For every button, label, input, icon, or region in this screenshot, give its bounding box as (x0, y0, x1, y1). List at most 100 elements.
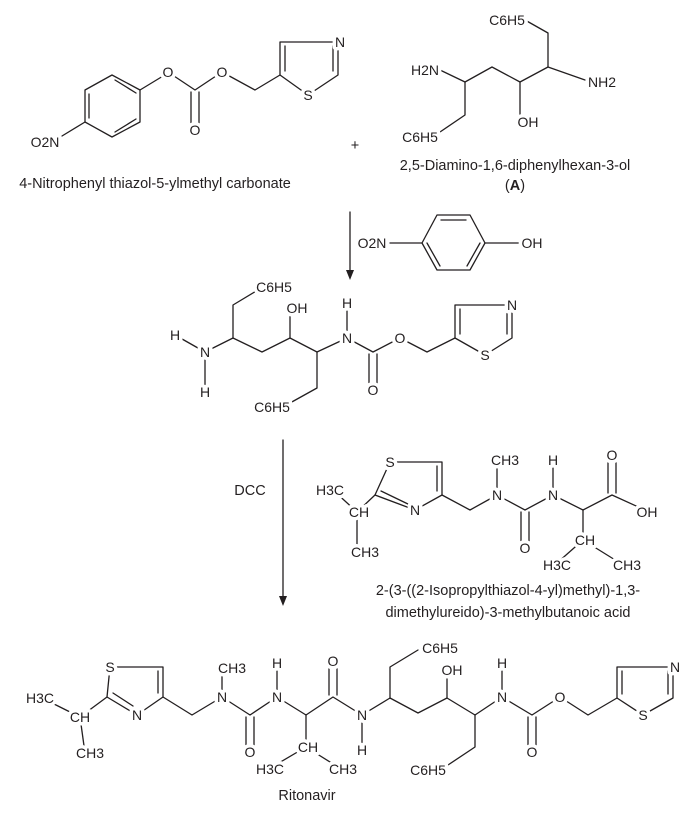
atom-label: N (342, 330, 352, 346)
atom-label: H3C (543, 557, 571, 573)
atom-label: CH (70, 709, 90, 725)
plus-sign: + (351, 138, 359, 154)
atom-label: H (170, 327, 180, 343)
atom-label: O2N (358, 235, 387, 251)
atom-label: C6H5 (422, 640, 458, 656)
atom-label: C6H5 (410, 762, 446, 778)
atom-label: O (607, 447, 618, 463)
atom-label: CH3 (351, 544, 379, 560)
atom-label: O (555, 689, 566, 705)
label-open-paren: ( (505, 178, 510, 194)
atom-label: NH2 (588, 74, 616, 90)
bond (421, 214, 486, 271)
atom-label: C6H5 (256, 279, 292, 295)
atom-label: N (548, 487, 558, 503)
atom-label: S (105, 659, 114, 675)
reactant-2-label: (A) (505, 178, 525, 194)
bond (106, 666, 164, 716)
bond (447, 714, 476, 766)
atom-label: OH (637, 504, 658, 520)
bond (289, 351, 318, 404)
atom-label: CH3 (218, 660, 246, 676)
atom-label: S (385, 454, 394, 470)
bonds-layer (41, 19, 674, 768)
atom-label: H (272, 655, 282, 671)
atom-label: H (357, 742, 367, 758)
atom-label: CH (349, 504, 369, 520)
bond (380, 490, 411, 506)
bond (356, 494, 376, 513)
reactant-1-name: 4-Nitrophenyl thiazol-5-ylmethyl carbona… (19, 176, 291, 192)
atom-label: O (520, 540, 531, 556)
atom-label: CH3 (613, 557, 641, 573)
bond (439, 66, 586, 83)
atom-label: N (200, 344, 210, 360)
bond (204, 337, 456, 353)
bond (41, 697, 81, 718)
bond (84, 74, 141, 138)
atom-label: O2N (31, 134, 60, 150)
bond (616, 666, 674, 716)
bond (441, 494, 646, 511)
reactant-3-name-line-1: 2-(3-((2-Isopropylthiazol-4-yl)methyl)-1… (376, 583, 640, 599)
atom-label: O (395, 330, 406, 346)
bond (454, 304, 513, 356)
reaction-arrow-step-1 (346, 211, 354, 280)
reactant-2-name: 2,5-Diamino-1,6-diphenylhexan-3-ol (400, 158, 631, 174)
bond (271, 746, 307, 768)
atom-label: OH (518, 114, 539, 130)
atom-label: S (303, 87, 312, 103)
atom-label: CH (575, 532, 595, 548)
atom-label: O (328, 653, 339, 669)
atom-label: N (670, 659, 680, 675)
atom-label: S (480, 347, 489, 363)
atom-label: H (548, 452, 558, 468)
atom-label: H (497, 655, 507, 671)
atom-label: N (272, 689, 282, 705)
atom-label: OH (522, 235, 543, 251)
bond (79, 716, 86, 754)
bond (114, 118, 137, 133)
bond (389, 649, 419, 699)
bond (332, 489, 358, 513)
bond (232, 289, 259, 339)
bond (279, 41, 339, 96)
atom-label: OH (442, 662, 463, 678)
bond (466, 242, 481, 267)
atom-label: CH3 (329, 761, 357, 777)
bond (374, 461, 443, 511)
atom-label: N (335, 34, 345, 50)
atom-label: H2N (411, 62, 439, 78)
atom-label: N (217, 689, 227, 705)
atom-label: N (410, 502, 420, 518)
atom-label: O (527, 744, 538, 760)
atom-label: S (638, 707, 647, 723)
atom-label: N (497, 689, 507, 705)
atom-label: CH3 (491, 452, 519, 468)
reagent-dcc: DCC (234, 483, 265, 499)
atom-label: N (132, 707, 142, 723)
atom-label: H (342, 295, 352, 311)
bond (79, 696, 108, 718)
bond (582, 539, 621, 564)
compound-label-a: A (510, 178, 521, 194)
label-close-paren: ) (520, 178, 525, 194)
atom-label: OH (287, 300, 308, 316)
atom-label: O (163, 64, 174, 80)
product-name: Ritonavir (278, 788, 335, 804)
atom-label: C6H5 (402, 129, 438, 145)
atom-label: CH (298, 739, 318, 755)
bond (524, 19, 549, 68)
bond (426, 242, 441, 267)
bond (162, 696, 618, 716)
bond (439, 81, 466, 133)
bond (167, 71, 281, 91)
bond (61, 121, 86, 137)
atom-label: O (190, 122, 201, 138)
atom-label: O (217, 64, 228, 80)
atom-label: H3C (26, 690, 54, 706)
atom-label: N (507, 297, 517, 313)
atom-label: H3C (256, 761, 284, 777)
